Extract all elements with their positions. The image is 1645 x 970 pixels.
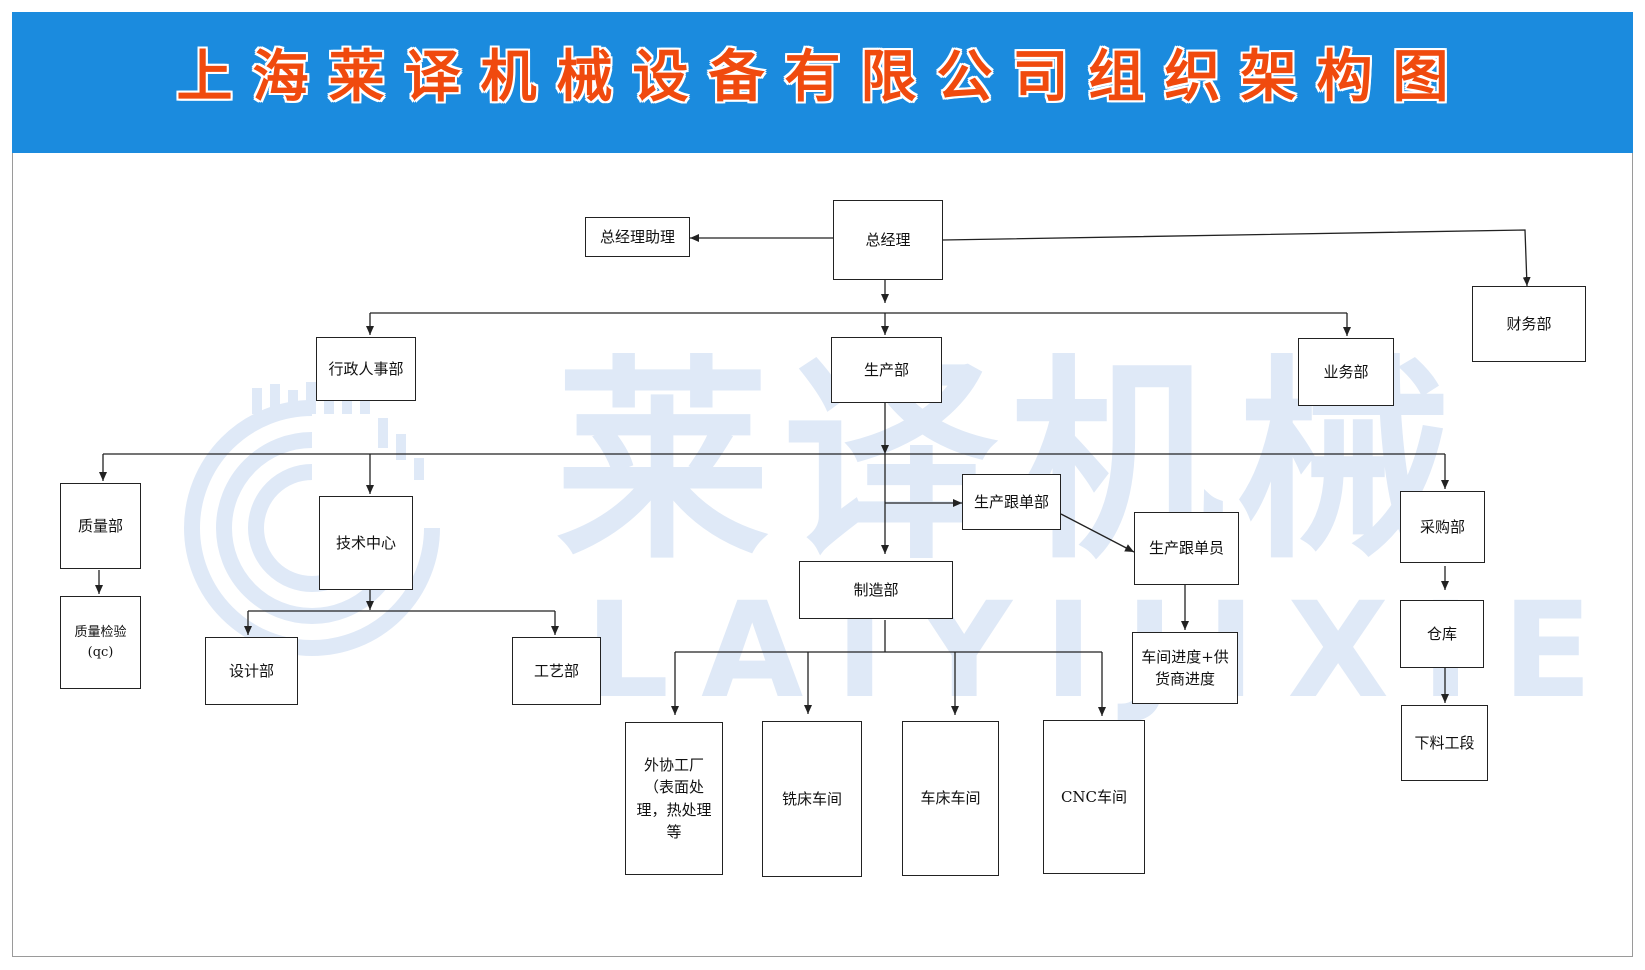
node-milling: 铣床车间 <box>762 721 862 877</box>
node-finance: 财务部 <box>1472 286 1586 362</box>
node-progress: 车间进度+供货商进度 <box>1132 632 1238 704</box>
node-general-manager: 总经理 <box>833 200 943 280</box>
node-admin-hr: 行政人事部 <box>316 337 416 401</box>
node-process: 工艺部 <box>512 637 601 705</box>
node-manufacturing: 制造部 <box>799 561 953 619</box>
node-gm-assistant: 总经理助理 <box>585 217 690 257</box>
node-production: 生产部 <box>831 337 942 403</box>
node-design: 设计部 <box>205 637 298 705</box>
node-cutting: 下料工段 <box>1401 705 1488 781</box>
node-sales: 业务部 <box>1298 338 1394 406</box>
node-warehouse: 仓库 <box>1400 600 1484 668</box>
node-cnc: CNC车间 <box>1043 720 1145 874</box>
node-qc: 质量检验(qc) <box>60 596 141 689</box>
node-quality: 质量部 <box>60 483 141 569</box>
node-prod-tracking: 生产跟单部 <box>962 474 1061 530</box>
node-lathe: 车床车间 <box>902 721 999 876</box>
chart-title: 上海莱译机械设备有限公司组织架构图 <box>176 45 1469 110</box>
node-outsource: 外协工厂（表面处理，热处理等 <box>625 722 723 875</box>
node-tech-center: 技术中心 <box>319 496 413 590</box>
node-purchasing: 采购部 <box>1400 491 1485 563</box>
node-prod-tracker: 生产跟单员 <box>1134 512 1239 585</box>
title-banner: 上海莱译机械设备有限公司组织架构图 <box>12 12 1633 153</box>
